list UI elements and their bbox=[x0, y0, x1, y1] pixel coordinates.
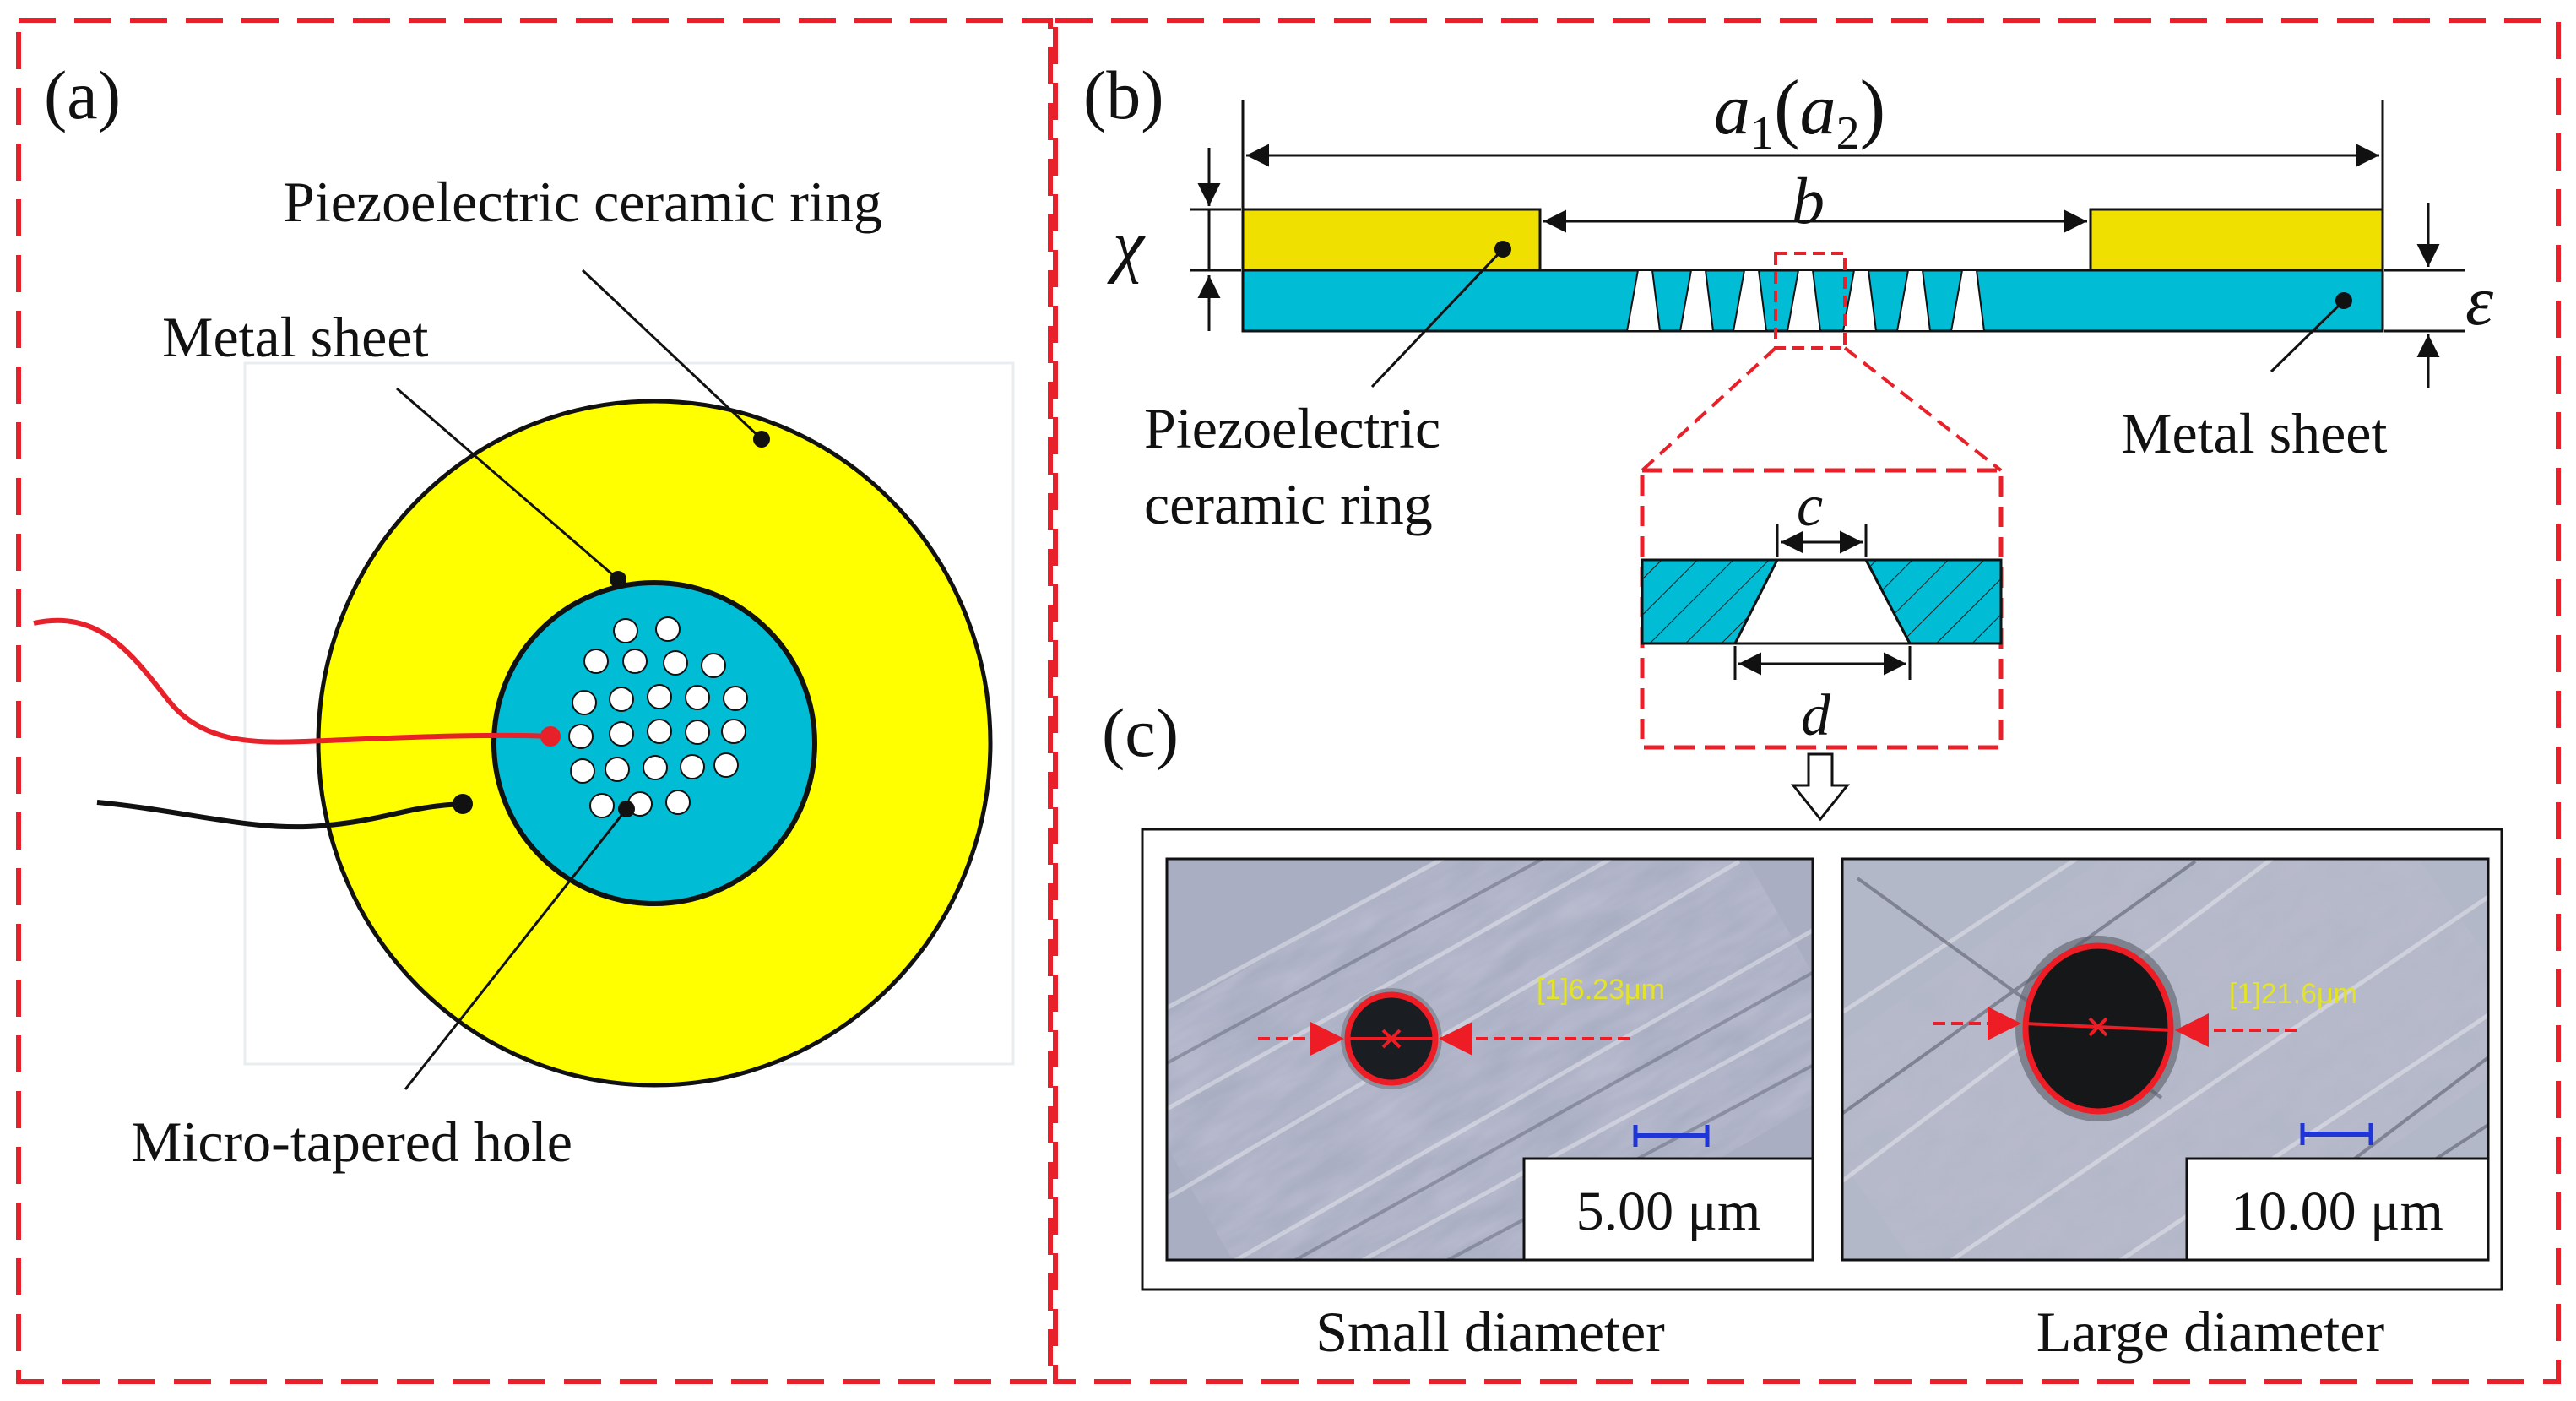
zoom-box-small bbox=[1774, 252, 1847, 350]
caption-small: Small diameter bbox=[1315, 1300, 1665, 1364]
measure-large: [1]21.6μm bbox=[2229, 978, 2357, 1010]
measure-small: [1]6.23μm bbox=[1537, 974, 1665, 1006]
ring-label: Piezoelectric ceramic ring bbox=[283, 170, 882, 234]
dim-b-label: b bbox=[1792, 164, 1825, 237]
panel-a-frame bbox=[16, 18, 1053, 1384]
panel-c: (c) [1]6.23μm bbox=[1102, 694, 2503, 1364]
leader-ring bbox=[581, 269, 763, 441]
sheet-label: Metal sheet bbox=[162, 305, 428, 369]
b-ring-label-2: ceramic ring bbox=[1144, 472, 1433, 536]
leader-b-ring bbox=[1370, 247, 1505, 388]
black-wire-contact bbox=[453, 794, 473, 814]
leader-sheet bbox=[396, 387, 619, 581]
down-arrow-icon bbox=[1790, 752, 1851, 822]
dim-a-label: a1(a2) bbox=[1714, 64, 1885, 160]
leader-b-sheet bbox=[2270, 299, 2346, 373]
hole-label: Micro-tapered hole bbox=[131, 1110, 572, 1174]
dim-d-label: d bbox=[1801, 683, 1831, 748]
black-wire bbox=[96, 800, 464, 830]
b-ring-label-1: Piezoelectric bbox=[1144, 396, 1440, 460]
panel-b: (b) a1(a2) b χ ε bbox=[1083, 57, 2494, 822]
dim-eps-label: ε bbox=[2465, 262, 2494, 340]
scale-label-small: 5.00 μm bbox=[1576, 1181, 1761, 1242]
tapered-holes bbox=[1625, 269, 1986, 332]
panel-b-tag: (b) bbox=[1083, 57, 1164, 133]
red-wire-contact bbox=[540, 726, 561, 747]
micrograph-small: [1]6.23μm bbox=[1167, 859, 1813, 1260]
panel-b-frame bbox=[1053, 18, 2561, 1384]
panel-a: (a) Piezoelectric ceramic ring Metal she… bbox=[33, 57, 1015, 1174]
leader-hole bbox=[404, 808, 628, 1090]
metal-sheet-disc bbox=[491, 580, 817, 906]
micrograph-large: [1]21.6μm bbox=[1842, 859, 2488, 1260]
ring-block-right bbox=[2089, 208, 2384, 272]
scale-box-large bbox=[2185, 1157, 2490, 1262]
panel-frames bbox=[16, 18, 2561, 1384]
scale-box-small bbox=[1522, 1157, 1814, 1262]
dim-chi-label: χ bbox=[1107, 206, 1146, 285]
tapered-hole-detail bbox=[1733, 558, 1912, 645]
scale-label-large: 10.00 μm bbox=[2231, 1181, 2443, 1242]
dim-c-label: c bbox=[1797, 474, 1823, 539]
panel-a-tag: (a) bbox=[44, 57, 121, 133]
ring-block-left bbox=[1241, 208, 1542, 272]
micro-hole-array bbox=[568, 616, 748, 818]
panel-c-tag: (c) bbox=[1102, 694, 1179, 771]
b-sheet-label: Metal sheet bbox=[2121, 401, 2387, 465]
red-wire bbox=[33, 617, 551, 745]
caption-large: Large diameter bbox=[2036, 1300, 2385, 1364]
